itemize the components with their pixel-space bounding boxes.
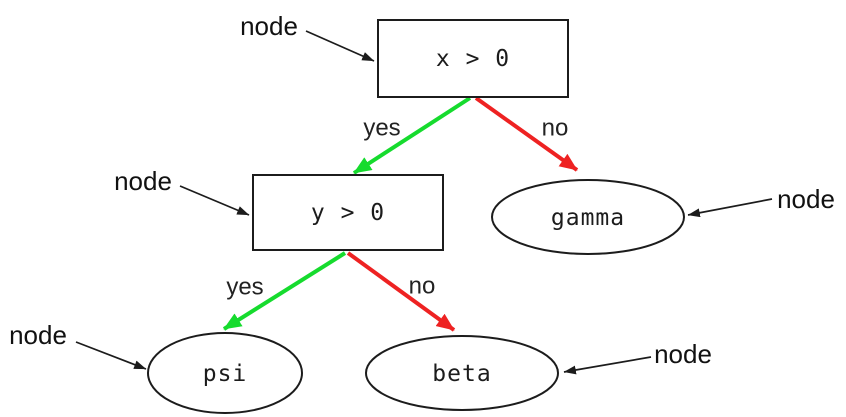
decision-node-rect-x: [377, 19, 569, 98]
decision-node-rect-y: [252, 174, 444, 251]
annotation-arrow-psi: [75, 341, 147, 370]
edge-label-no-1: no: [542, 115, 569, 142]
annotation-arrow-beta: [563, 356, 652, 375]
edge-root-no: [474, 96, 579, 172]
annotation-label-root: node: [240, 11, 298, 41]
annotation-label-beta: node: [654, 339, 712, 369]
decision-node-label-x: x > 0: [436, 46, 510, 72]
decision-node-label-y: y > 0: [311, 200, 385, 226]
leaf-node-label-gamma: gamma: [551, 205, 625, 231]
leaf-node-ellipse-beta: [365, 335, 559, 411]
edge-label-no-2: no: [409, 273, 436, 300]
leaf-node-label-psi: psi: [203, 361, 248, 387]
annotation-label-ytest: node: [114, 166, 172, 196]
annotation-label-gamma: node: [777, 184, 835, 214]
annotation-arrow-root: [305, 30, 375, 62]
edge-label-yes-1: yes: [363, 115, 400, 142]
edge-root-yes: [352, 96, 472, 175]
leaf-node-ellipse-psi: [147, 332, 303, 414]
leaf-node-ellipse-gamma: [491, 179, 685, 255]
edge-ytest-no: [346, 251, 456, 332]
edge-label-yes-2: yes: [226, 274, 263, 301]
annotation-arrow-ytest: [179, 185, 250, 216]
annotation-label-psi: node: [9, 320, 67, 350]
leaf-node-label-beta: beta: [432, 361, 491, 387]
edge-ytest-yes: [222, 251, 347, 331]
annotation-arrow-gamma: [687, 198, 773, 218]
